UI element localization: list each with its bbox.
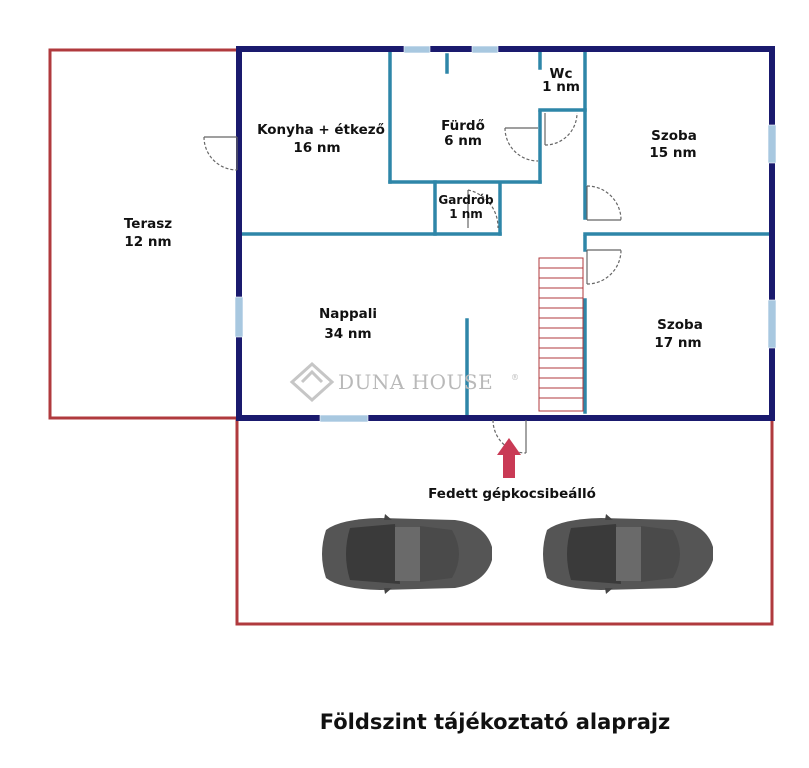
room-area: 16 nm bbox=[293, 140, 340, 156]
room-area: 6 nm bbox=[444, 133, 482, 149]
plan-caption: Földszint tájékoztató alaprajz bbox=[320, 710, 671, 734]
door-swing bbox=[586, 185, 622, 221]
door-swing bbox=[492, 419, 527, 454]
room-area: 12 nm bbox=[124, 234, 171, 250]
room-nappali: Nappali 34 nm bbox=[319, 306, 377, 342]
room-name: Konyha + étkező bbox=[257, 122, 385, 138]
room-gardrob: Gardrób 1 nm bbox=[438, 193, 494, 221]
door-swing bbox=[203, 136, 238, 171]
window bbox=[767, 299, 777, 349]
room-area: 34 nm bbox=[324, 326, 371, 342]
window bbox=[767, 124, 777, 164]
terrace-outline bbox=[48, 48, 237, 420]
car-icon bbox=[543, 514, 713, 594]
room-konyha: Konyha + étkező 16 nm bbox=[257, 122, 385, 156]
outer-walls bbox=[236, 46, 775, 421]
door-swing bbox=[467, 189, 499, 229]
room-name: Gardrób bbox=[438, 193, 494, 207]
room-szoba-15: Szoba 15 nm bbox=[649, 128, 696, 161]
room-name: Wc bbox=[550, 66, 573, 82]
watermark: DUNA HOUSE ® bbox=[289, 361, 519, 403]
room-name: Fürdő bbox=[441, 118, 485, 134]
watermark-brand: DUNA HOUSE bbox=[338, 370, 493, 394]
door-swing bbox=[544, 112, 578, 146]
room-name: Terasz bbox=[124, 216, 172, 232]
carport-outline bbox=[235, 418, 774, 626]
car-icon bbox=[322, 514, 492, 594]
room-name: Nappali bbox=[319, 306, 377, 322]
room-area: 1 nm bbox=[449, 207, 483, 221]
window bbox=[403, 45, 431, 54]
room-carport: Fedett gépkocsibeálló bbox=[428, 486, 596, 502]
room-szoba-17: Szoba 17 nm bbox=[654, 317, 702, 351]
room-name: Fedett gépkocsibeálló bbox=[428, 486, 596, 502]
room-area: 1 nm bbox=[542, 79, 580, 95]
room-area: 15 nm bbox=[649, 145, 696, 161]
inner-walls bbox=[238, 50, 772, 416]
room-wc: Wc 1 nm bbox=[542, 66, 580, 95]
door-swing bbox=[586, 249, 622, 285]
watermark-logo-icon bbox=[289, 361, 335, 403]
room-name: Szoba bbox=[657, 317, 703, 333]
window bbox=[319, 414, 369, 423]
stairs bbox=[538, 257, 584, 412]
door-swing bbox=[504, 127, 539, 162]
doors bbox=[203, 112, 622, 454]
room-area: 17 nm bbox=[654, 335, 701, 351]
room-name: Szoba bbox=[651, 128, 697, 144]
entrance-arrow-icon bbox=[497, 438, 521, 478]
window bbox=[234, 296, 244, 338]
room-furdo: Fürdő 6 nm bbox=[441, 118, 485, 149]
windows bbox=[234, 45, 777, 423]
window bbox=[471, 45, 499, 54]
room-terasz: Terasz 12 nm bbox=[124, 216, 172, 250]
watermark-registered: ® bbox=[511, 373, 519, 382]
